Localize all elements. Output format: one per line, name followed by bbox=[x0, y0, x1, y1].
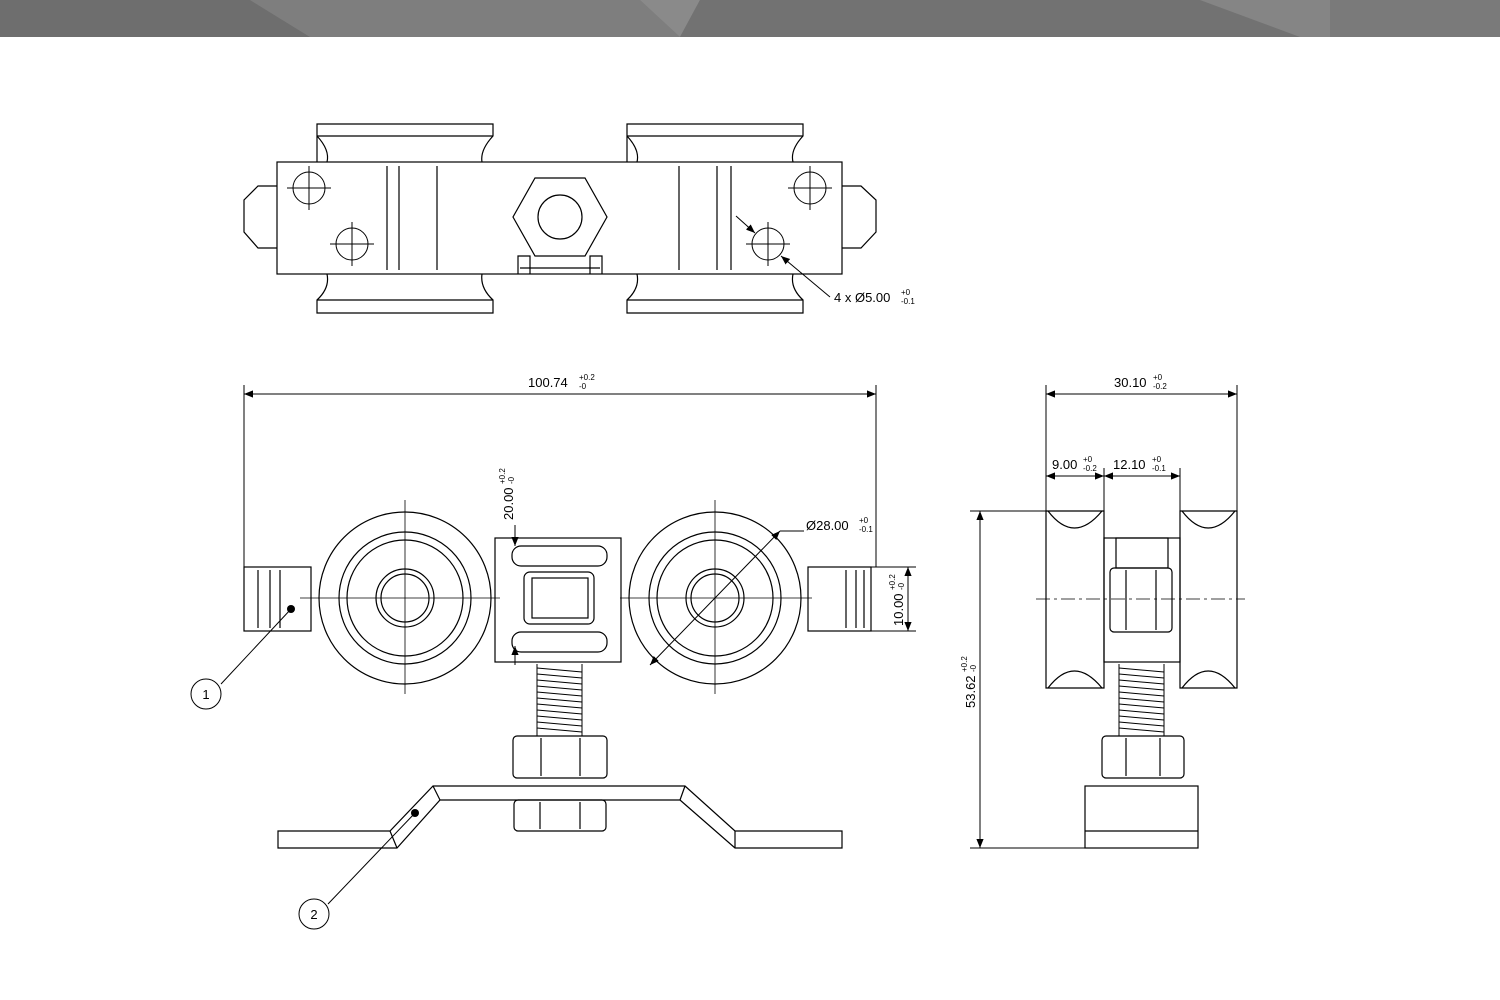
dim-gap-width-tol-lower: -0.1 bbox=[1152, 464, 1166, 473]
dim-total-height-tol-upper: +0.2 bbox=[960, 656, 969, 672]
front-centerlines bbox=[300, 500, 812, 694]
dim-thickness-10-text: 10.00 bbox=[891, 593, 906, 626]
balloon-1: 1 bbox=[190, 678, 222, 710]
right-axle-block bbox=[807, 566, 872, 632]
left-end-tab bbox=[243, 185, 277, 249]
threaded-rod bbox=[536, 664, 583, 736]
balloon-2: 2 bbox=[298, 898, 330, 930]
dim-height-20: 20.00 +0.2 -0 bbox=[498, 468, 516, 520]
top-plate bbox=[276, 161, 843, 275]
dim-overall-length: 100.74 +0.2 -0 bbox=[528, 373, 595, 391]
dim-width-30-tol-upper: +0 bbox=[1153, 373, 1163, 382]
side-base bbox=[1084, 785, 1199, 849]
top-right-lower-wheel bbox=[626, 273, 804, 314]
dim-total-height-tol-lower: -0 bbox=[969, 664, 978, 672]
dim-height-20-tol-lower: -0 bbox=[507, 476, 516, 484]
front-nut-lower bbox=[513, 799, 607, 832]
dim-overall-length-tol-upper: +0.2 bbox=[579, 373, 595, 382]
dim-thickness-10-tol-lower: -0 bbox=[897, 582, 906, 590]
center-nut bbox=[523, 571, 595, 625]
dim-overall-length-tol-lower: -0 bbox=[579, 382, 587, 391]
dim-height-20-text: 20.00 bbox=[501, 487, 516, 520]
dim-thickness-10-tol-upper: +0.2 bbox=[888, 574, 897, 590]
mounting-holes bbox=[287, 166, 832, 266]
dim-gap-width: 12.10 +0 -0.1 bbox=[1113, 455, 1166, 473]
dim-thickness-10: 10.00 +0.2 -0 bbox=[888, 574, 906, 626]
dim-wheel-width: 9.00 +0 -0.2 bbox=[1052, 455, 1097, 473]
dim-wheel-dia-text: Ø28.00 bbox=[806, 518, 849, 533]
dim-wheel-dia: Ø28.00 +0 -0.1 bbox=[806, 516, 873, 534]
right-end-tab bbox=[842, 185, 877, 249]
dim-width-30-tol-lower: -0.2 bbox=[1153, 382, 1167, 391]
top-left-upper-wheel bbox=[316, 123, 494, 163]
dim-width-30: 30.10 +0 -0.2 bbox=[1114, 373, 1167, 391]
dim-wheel-dia-tol-upper: +0 bbox=[859, 516, 869, 525]
top-hex-nut bbox=[512, 177, 608, 257]
side-view bbox=[1045, 510, 1238, 849]
dim-width-30-text: 30.10 bbox=[1114, 375, 1147, 390]
front-view bbox=[243, 511, 872, 849]
dim-gap-width-tol-upper: +0 bbox=[1152, 455, 1162, 464]
dim-wheel-dia-tol-lower: -0.1 bbox=[859, 525, 873, 534]
dim-wheel-width-tol-upper: +0 bbox=[1083, 455, 1093, 464]
front-nut-upper bbox=[512, 735, 608, 779]
side-threaded-rod bbox=[1118, 664, 1165, 736]
dim-holes-tol-lower: -0.1 bbox=[901, 297, 915, 306]
dim-holes-tol-upper: +0 bbox=[901, 288, 911, 297]
dim-holes-text: 4 x Ø5.00 bbox=[834, 290, 890, 305]
header-bar-pattern bbox=[0, 0, 1500, 37]
top-left-lower-wheel bbox=[316, 273, 494, 314]
dim-total-height-text: 53.62 bbox=[963, 675, 978, 708]
balloon-1-label: 1 bbox=[202, 687, 209, 702]
side-dimensions bbox=[970, 385, 1238, 849]
dim-wheel-width-text: 9.00 bbox=[1052, 457, 1077, 472]
dim-holes: 4 x Ø5.00 +0 -0.1 bbox=[834, 288, 915, 306]
front-dimensions bbox=[220, 385, 916, 905]
balloon-2-label: 2 bbox=[310, 907, 317, 922]
dim-wheel-width-tol-lower: -0.2 bbox=[1083, 464, 1097, 473]
dim-height-20-tol-upper: +0.2 bbox=[498, 468, 507, 484]
dim-total-height: 53.62 +0.2 -0 bbox=[960, 656, 978, 708]
header-bar bbox=[0, 0, 1500, 37]
left-axle-block bbox=[243, 566, 312, 632]
dim-gap-width-text: 12.10 bbox=[1113, 457, 1146, 472]
side-right-wheel bbox=[1179, 510, 1238, 689]
side-nut-lower bbox=[1101, 735, 1185, 779]
base-bracket bbox=[277, 785, 843, 849]
top-right-upper-wheel bbox=[626, 123, 804, 163]
dim-overall-length-text: 100.74 bbox=[528, 375, 568, 390]
side-left-wheel bbox=[1045, 510, 1105, 689]
side-nut bbox=[1109, 567, 1173, 633]
top-view bbox=[243, 123, 877, 314]
center-body bbox=[494, 537, 622, 663]
